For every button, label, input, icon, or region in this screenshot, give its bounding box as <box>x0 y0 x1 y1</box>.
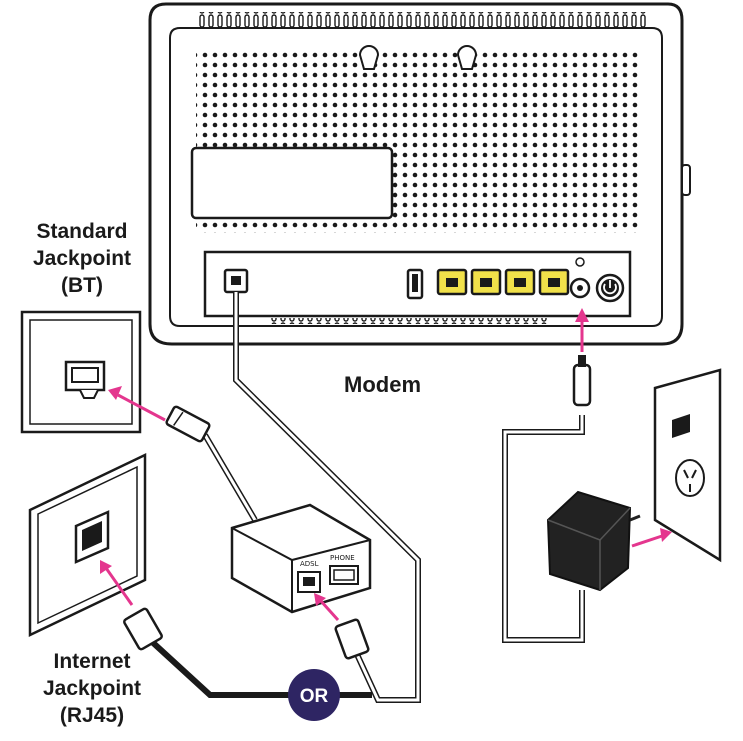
net-label-line-1: Internet <box>53 650 130 673</box>
internet-jackpoint <box>28 453 147 637</box>
rj45-cable <box>147 637 295 698</box>
modem <box>148 2 691 346</box>
cables <box>147 292 585 703</box>
power-plug <box>572 355 592 407</box>
outlet-switch <box>672 414 690 438</box>
modem-label: Modem <box>344 372 421 397</box>
splitter-plug <box>334 618 370 660</box>
splitter: ADSL PHONE <box>230 503 372 614</box>
power-icon <box>595 273 625 303</box>
bt-plug <box>165 405 211 443</box>
net-label-line-3: (RJ45) <box>60 704 124 727</box>
label-plate <box>190 146 394 220</box>
internet-jackpoint-label: Internet Jackpoint (RJ45) <box>43 650 141 727</box>
standard-jackpoint <box>20 310 142 434</box>
mount-hole-right <box>456 45 478 70</box>
vent-area-top <box>196 48 641 143</box>
net-label-line-2: Jackpoint <box>43 677 141 700</box>
lan-ports <box>436 268 570 296</box>
or-badge: OR <box>288 669 340 721</box>
side-button <box>681 164 691 196</box>
std-label-line-1: Standard <box>36 220 127 243</box>
or-label: OR <box>300 686 329 707</box>
vent-area-right <box>395 143 641 233</box>
std-label-line-2: Jackpoint <box>33 247 131 270</box>
modem-dsl-cable <box>233 292 421 703</box>
bottom-grille <box>270 318 550 324</box>
rj45-plug <box>123 607 163 651</box>
mount-hole-left <box>358 45 380 70</box>
pink-arrow-icon <box>100 308 672 622</box>
splitter-phone-label: PHONE <box>330 554 355 562</box>
splitter-adsl-label: ADSL <box>300 560 319 568</box>
standard-jackpoint-label: Standard Jackpoint (BT) <box>33 220 131 297</box>
power-adapter <box>546 490 641 592</box>
wall-outlet <box>653 368 722 563</box>
std-label-line-3: (BT) <box>61 274 103 297</box>
top-vent-grille <box>198 12 648 28</box>
